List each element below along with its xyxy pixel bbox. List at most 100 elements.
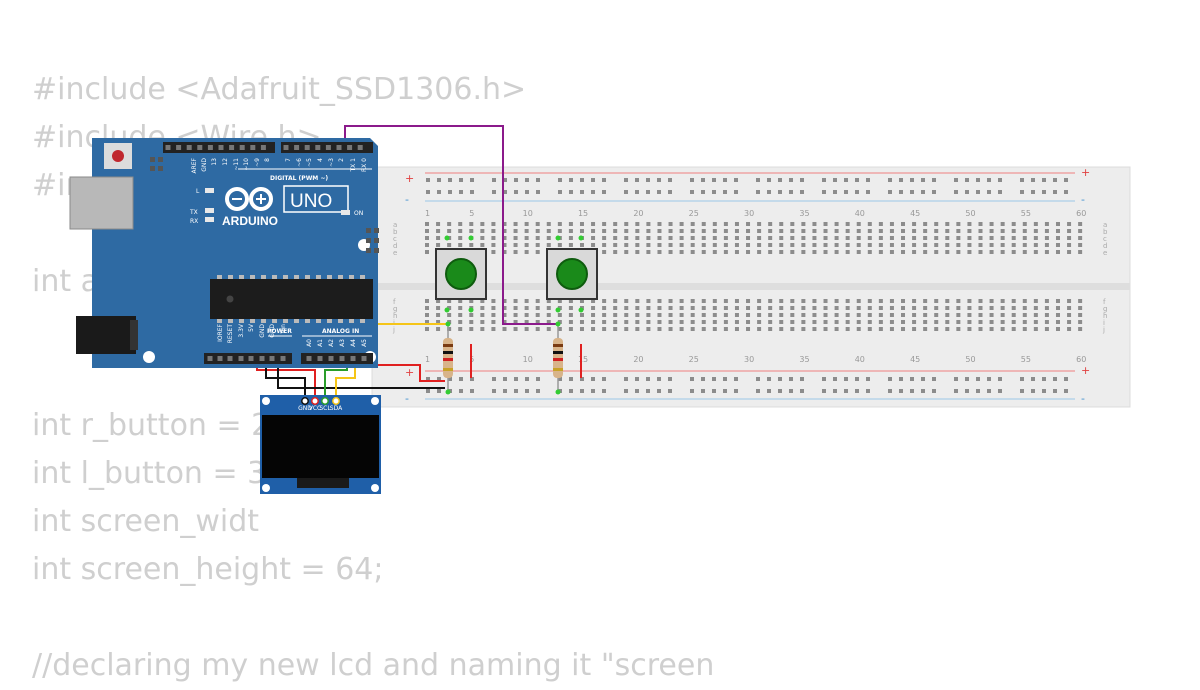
column-number: 45: [910, 209, 920, 218]
push-button-right[interactable]: [546, 235, 598, 313]
resistor-left[interactable]: [443, 321, 453, 395]
circuit-diagram: + - + - + - + - 115510101515202025253030…: [69, 125, 1131, 494]
row-letter: a: [393, 221, 397, 229]
oled-screen: [262, 415, 379, 478]
column-number: 35: [799, 209, 809, 218]
led-l-label: L: [196, 188, 200, 195]
row-letter: g: [393, 305, 397, 313]
power-analog-header-pins: [207, 356, 367, 361]
row-letter: d: [1103, 242, 1107, 250]
digital-pin-label: ~10: [243, 158, 250, 171]
board-model: UNO: [290, 191, 332, 212]
column-number: 15: [578, 355, 588, 364]
rail-plus-bottom: +: [405, 366, 414, 379]
column-number: 55: [1021, 355, 1031, 364]
digital-pin-label: ~11: [233, 158, 240, 171]
row-letter: i: [1103, 319, 1105, 327]
column-number: 40: [855, 355, 865, 364]
row-letter: b: [393, 228, 398, 236]
row-letter: j: [1102, 326, 1105, 334]
digital-pin-label: 2: [338, 158, 345, 162]
digital-pin-label: 13: [211, 158, 218, 166]
rail-plus-top: +: [405, 172, 414, 185]
column-number: 50: [965, 209, 975, 218]
column-number: 60: [1076, 355, 1086, 364]
column-number: 5: [469, 209, 474, 218]
row-letter: j: [392, 326, 395, 334]
row-letter: a: [1103, 221, 1107, 229]
digital-pin-label: ~6: [296, 158, 303, 167]
power-label: POWER: [267, 328, 292, 335]
column-number: 1: [425, 209, 430, 218]
row-letter: b: [1103, 228, 1108, 236]
row-letter: g: [1103, 305, 1107, 313]
rail-plus-top-right: +: [1081, 166, 1090, 179]
digital-header-pins: [165, 145, 363, 150]
power-pin-label: RESET: [227, 324, 234, 344]
oled-pin-label: SDA: [330, 405, 343, 412]
analog-pin-label: A2: [328, 339, 335, 347]
analog-pin-label: A5: [361, 339, 368, 347]
digital-pin-label: ~3: [328, 158, 335, 167]
power-pin-label: 5V: [248, 323, 255, 332]
column-number: 30: [744, 355, 754, 364]
column-number: 15: [578, 209, 588, 218]
digital-pin-label: 8: [264, 158, 271, 162]
digital-pin-label: 4: [317, 158, 324, 162]
column-number: 45: [910, 355, 920, 364]
digital-pin-label: ~9: [254, 158, 261, 167]
row-letter: c: [393, 235, 397, 243]
power-jack: [76, 316, 136, 354]
analog-label: ANALOG IN: [322, 328, 359, 335]
wire-purple: [344, 125, 558, 325]
column-number: 60: [1076, 209, 1086, 218]
arduino-logo-icon: [225, 187, 273, 211]
analog-pin-label: A0: [306, 339, 313, 347]
rail-minus-top-right: -: [1081, 193, 1085, 206]
digital-label: DIGITAL (PWM ~): [270, 175, 328, 182]
row-letter: h: [1103, 312, 1107, 320]
rail-minus-top: -: [405, 193, 409, 206]
row-letter: f: [1103, 298, 1106, 306]
power-pin-label: GND: [259, 324, 266, 338]
power-pin-label: GND: [269, 324, 276, 338]
code-line: int screen_height = 64;: [32, 552, 384, 587]
led-tx-label: TX: [189, 209, 198, 216]
oled-pin-label: GND: [298, 405, 312, 412]
power-pin-label: IOREF: [217, 323, 224, 341]
push-button-left[interactable]: [435, 235, 487, 313]
code-line: //declaring my new lcd and naming it "sc…: [32, 648, 715, 683]
board-brand: ARDUINO: [222, 214, 278, 228]
row-letter: e: [393, 249, 397, 257]
code-line: int screen_widt: [32, 504, 260, 539]
column-number: 25: [689, 355, 699, 364]
row-letter: c: [1103, 235, 1107, 243]
row-letter: h: [393, 312, 397, 320]
reset-button[interactable]: [104, 143, 132, 169]
column-number: 40: [855, 209, 865, 218]
digital-pin-label: GND: [201, 158, 208, 172]
digital-pin-label: RX 0: [361, 158, 368, 172]
led-rx-label: RX: [190, 218, 198, 225]
digital-pin-label: TX 1: [350, 158, 357, 173]
oled-pin-label: SCL: [319, 405, 331, 412]
code-line: #include <Adafruit_SSD1306.h>: [32, 72, 527, 107]
column-number: 35: [799, 355, 809, 364]
resistor-right[interactable]: [553, 321, 563, 395]
column-number: 1: [425, 355, 430, 364]
microcontroller-chip: [210, 275, 373, 323]
column-number: 55: [1021, 209, 1031, 218]
row-letter: d: [393, 242, 397, 250]
digital-pin-label: AREF: [191, 157, 198, 173]
digital-pin-label: 12: [222, 158, 229, 166]
power-pin-label: 3.3V: [238, 323, 245, 338]
usb-port: [69, 176, 134, 230]
breadboard-labels: + - + - + - + - 115510101515202025253030…: [392, 166, 1108, 405]
column-number: 10: [523, 355, 533, 364]
on-label: ON: [354, 210, 363, 217]
column-number: 25: [689, 209, 699, 218]
analog-pin-label: A4: [350, 339, 357, 347]
